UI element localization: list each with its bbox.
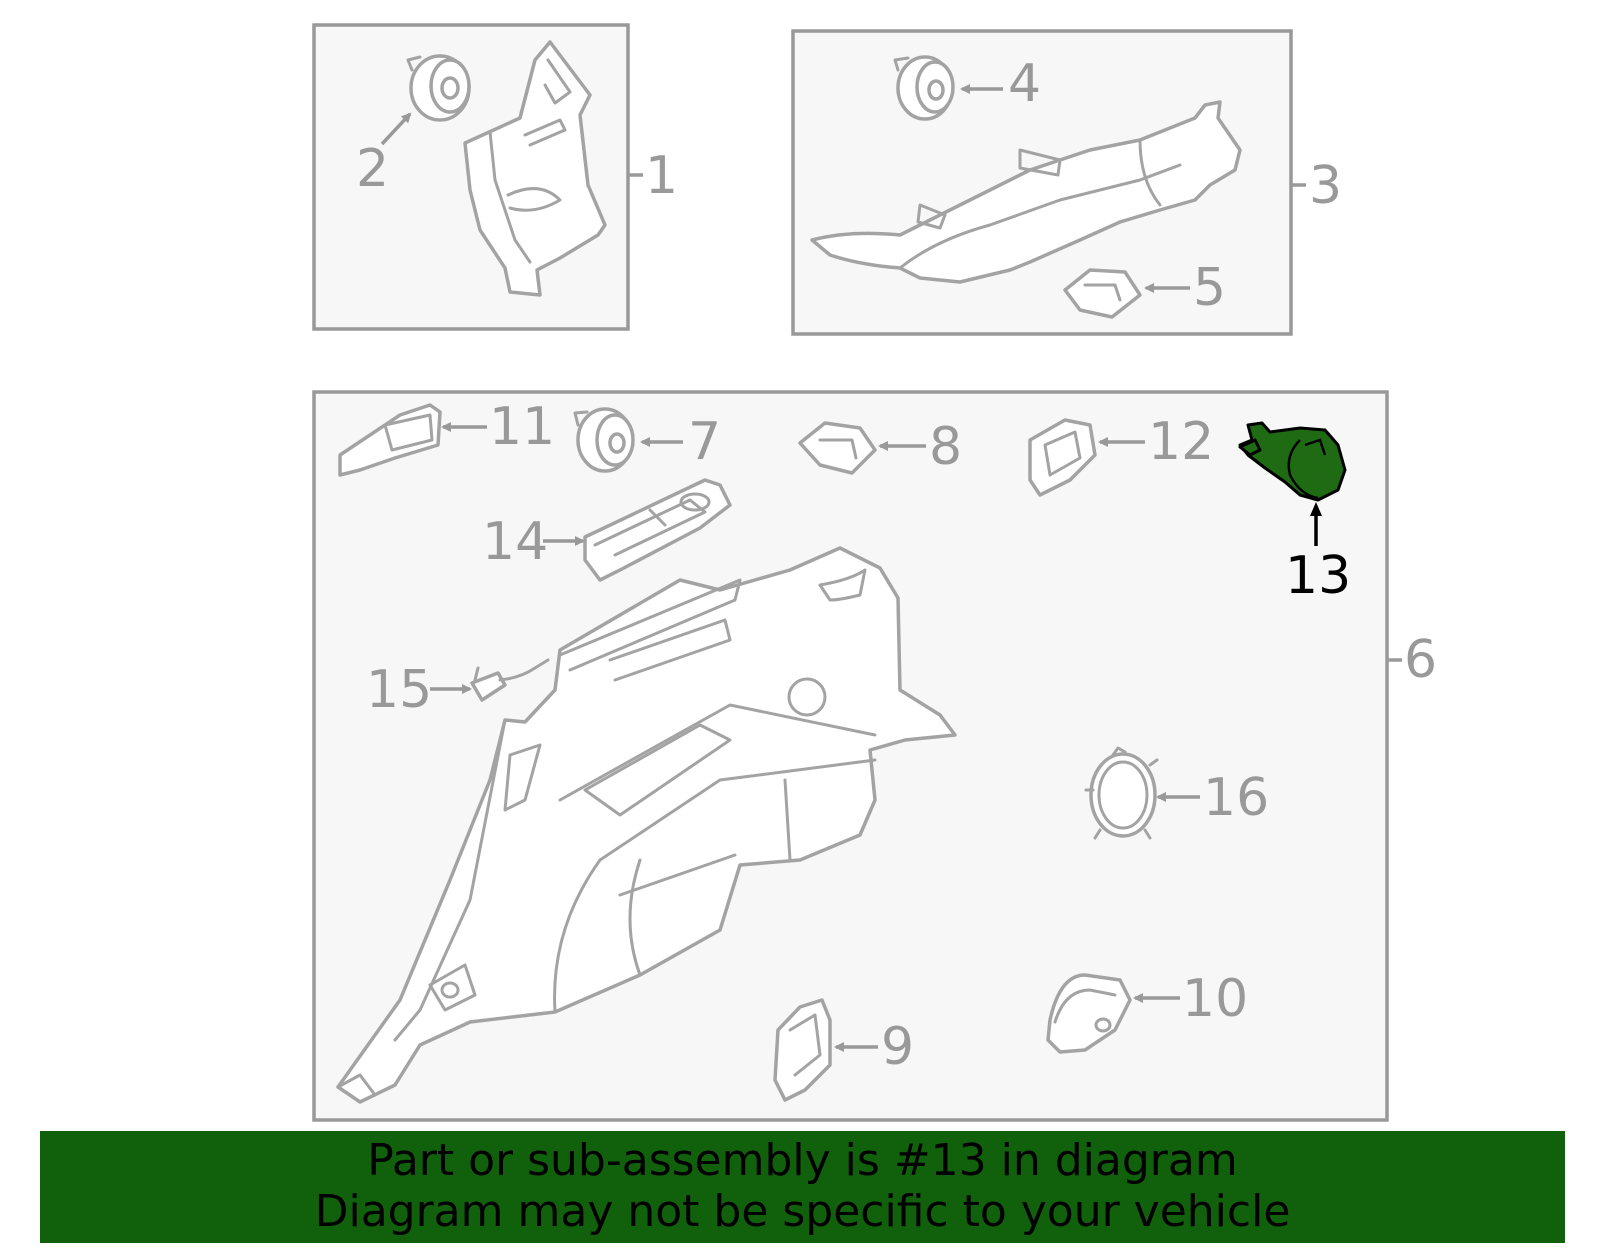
callout-15: 15 — [366, 660, 432, 720]
banner-line-2: Diagram may not be specific to your vehi… — [314, 1186, 1291, 1237]
banner-line-1: Part or sub-assembly is #13 in diagram — [367, 1135, 1238, 1186]
part-14-cup-holder[interactable] — [583, 478, 732, 582]
part-15-connector[interactable] — [470, 658, 550, 702]
callout-1: 1 — [645, 146, 678, 206]
part-1-trim-panel[interactable] — [463, 40, 607, 297]
callout-4: 4 — [1008, 54, 1041, 114]
part-7-clip[interactable] — [573, 407, 635, 473]
callout-7: 7 — [688, 412, 721, 472]
part-3-pillar-trim[interactable] — [810, 100, 1242, 284]
leader-13-arrowhead — [1310, 502, 1322, 516]
callout-11: 11 — [489, 397, 555, 457]
part-12-cover[interactable] — [1028, 418, 1097, 497]
callout-16: 16 — [1203, 768, 1269, 828]
part-5-clip[interactable] — [1063, 268, 1142, 319]
leader-2 — [380, 112, 412, 146]
part-2-clip[interactable] — [406, 54, 471, 122]
callout-2: 2 — [356, 139, 389, 199]
callout-14: 14 — [482, 512, 548, 572]
part-4-clip[interactable] — [893, 55, 955, 121]
callout-8: 8 — [929, 417, 962, 477]
callout-13: 13 — [1285, 546, 1351, 606]
part-6-quarter-trim[interactable] — [336, 546, 957, 1104]
part-10-handle[interactable] — [1046, 973, 1132, 1054]
info-banner: Part or sub-assembly is #13 in diagram D… — [40, 1131, 1565, 1243]
part-11-hook[interactable] — [338, 403, 442, 477]
part-8-clip[interactable] — [798, 421, 877, 475]
callout-5: 5 — [1193, 258, 1226, 318]
part-13-highlighted[interactable] — [1238, 421, 1347, 502]
part-16-grommet[interactable] — [1084, 746, 1159, 840]
part-9-bracket[interactable] — [773, 998, 832, 1102]
callout-6: 6 — [1404, 630, 1437, 690]
callout-12: 12 — [1148, 412, 1214, 472]
callout-3: 3 — [1309, 156, 1342, 216]
callout-9: 9 — [881, 1017, 914, 1077]
callout-10: 10 — [1182, 969, 1248, 1029]
